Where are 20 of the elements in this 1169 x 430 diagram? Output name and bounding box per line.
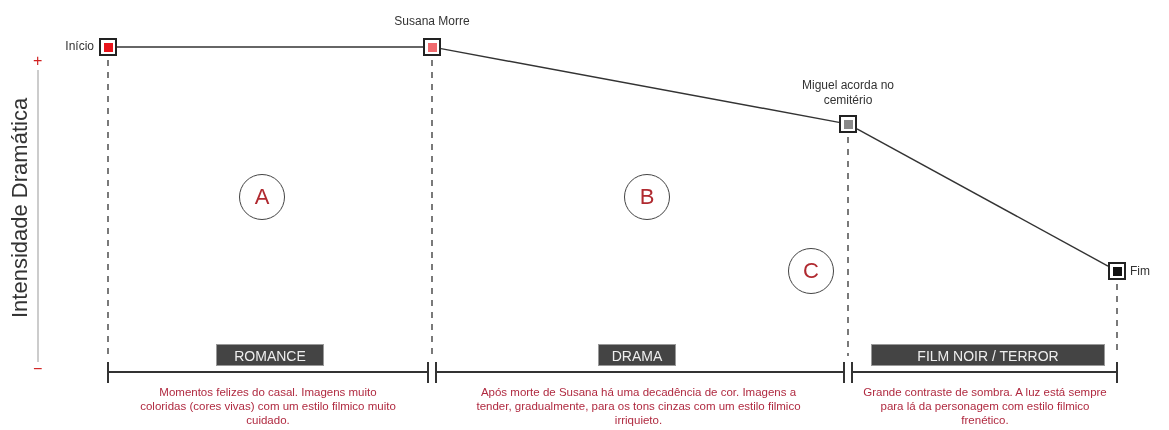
period-description: Grande contraste de sombra. A luz está sempre para lá da personagem com estilo filmico frenético. <box>862 385 1108 427</box>
minus-sign: − <box>33 360 43 378</box>
event-marker <box>423 38 441 56</box>
axis-title: Intensidade Dramática <box>7 98 33 318</box>
event-marker <box>99 38 117 56</box>
intensity-line <box>116 46 424 48</box>
plus-sign: + <box>33 52 43 70</box>
event-label: Miguel acorda no cemitério <box>800 78 896 108</box>
genre-tag: DRAMA <box>598 344 676 366</box>
event-marker <box>1108 262 1126 280</box>
intensity-line <box>856 128 1109 267</box>
event-marker <box>839 115 857 133</box>
period-description: Momentos felizes do casal. Imagens muito coloridas (cores vivas) com um estilo filmico muito cuidado. <box>139 385 397 427</box>
event-label: Fim <box>1130 264 1151 279</box>
genre-tag: ROMANCE <box>216 344 324 366</box>
intensity-line <box>440 47 840 124</box>
genre-tag: FILM NOIR / TERROR <box>871 344 1105 366</box>
event-label: Susana Morre <box>393 14 471 29</box>
period-description: Após morte de Susana há uma decadência de cor. Imagens a tender, gradualmente, para os tons cinzas com um estilo filmico irriquieto. <box>475 385 802 427</box>
event-label: Início <box>64 39 94 54</box>
